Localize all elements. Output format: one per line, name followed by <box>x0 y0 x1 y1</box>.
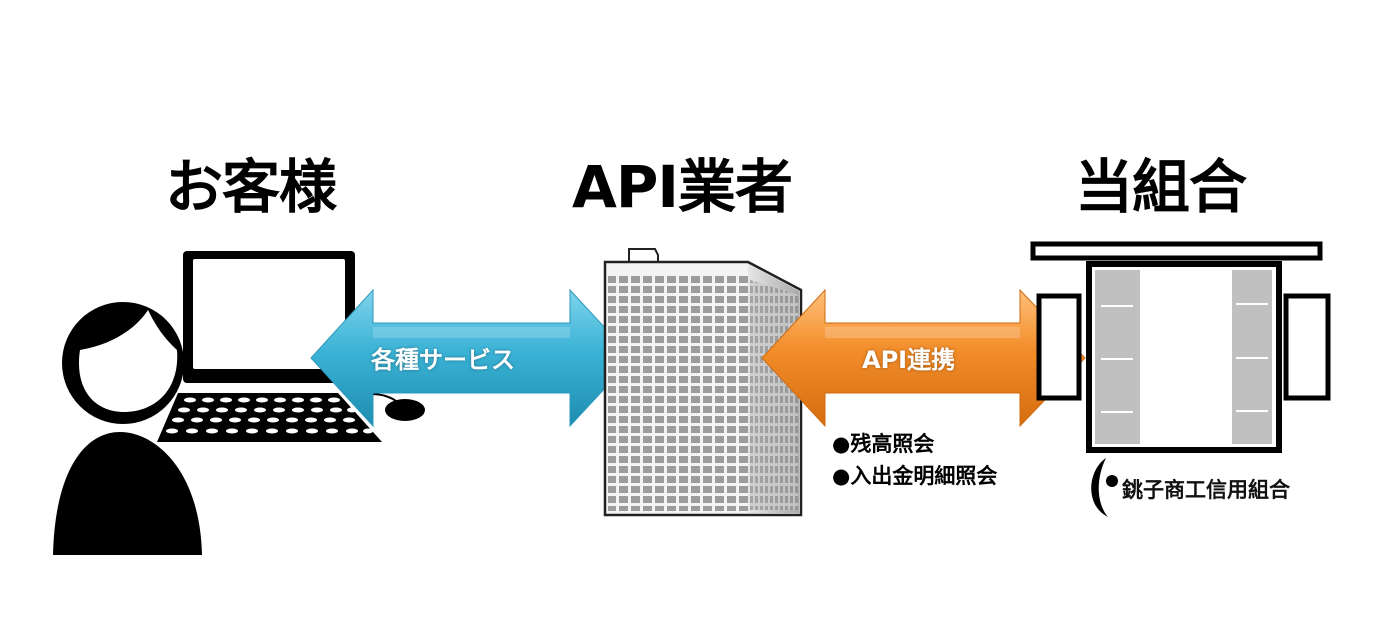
feature-transaction-inquiry: ●入出金明細照会 <box>832 464 998 488</box>
api-features-list: ●残高照会 ●入出金明細照会 <box>832 428 997 492</box>
feature-balance-inquiry: ●残高照会 <box>832 432 935 456</box>
api-arrow-label: API連携 <box>862 346 956 374</box>
api-integration-arrow <box>761 288 1086 428</box>
customer-heading: お客様 <box>165 153 337 221</box>
mouse-icon <box>364 393 425 421</box>
computer-icon <box>157 251 382 442</box>
office-building-icon <box>603 248 803 517</box>
credit-union-heading: 当組合 <box>1075 153 1247 221</box>
api-vendor-heading: API業者 <box>572 153 793 221</box>
services-arrow-label: 各種サービス <box>371 346 515 374</box>
person-icon <box>53 302 202 555</box>
credit-union-name: 銚子商工信用組合 <box>1122 478 1290 502</box>
credit-union-logo-icon <box>1091 458 1118 517</box>
bank-branch-icon <box>1030 241 1331 453</box>
